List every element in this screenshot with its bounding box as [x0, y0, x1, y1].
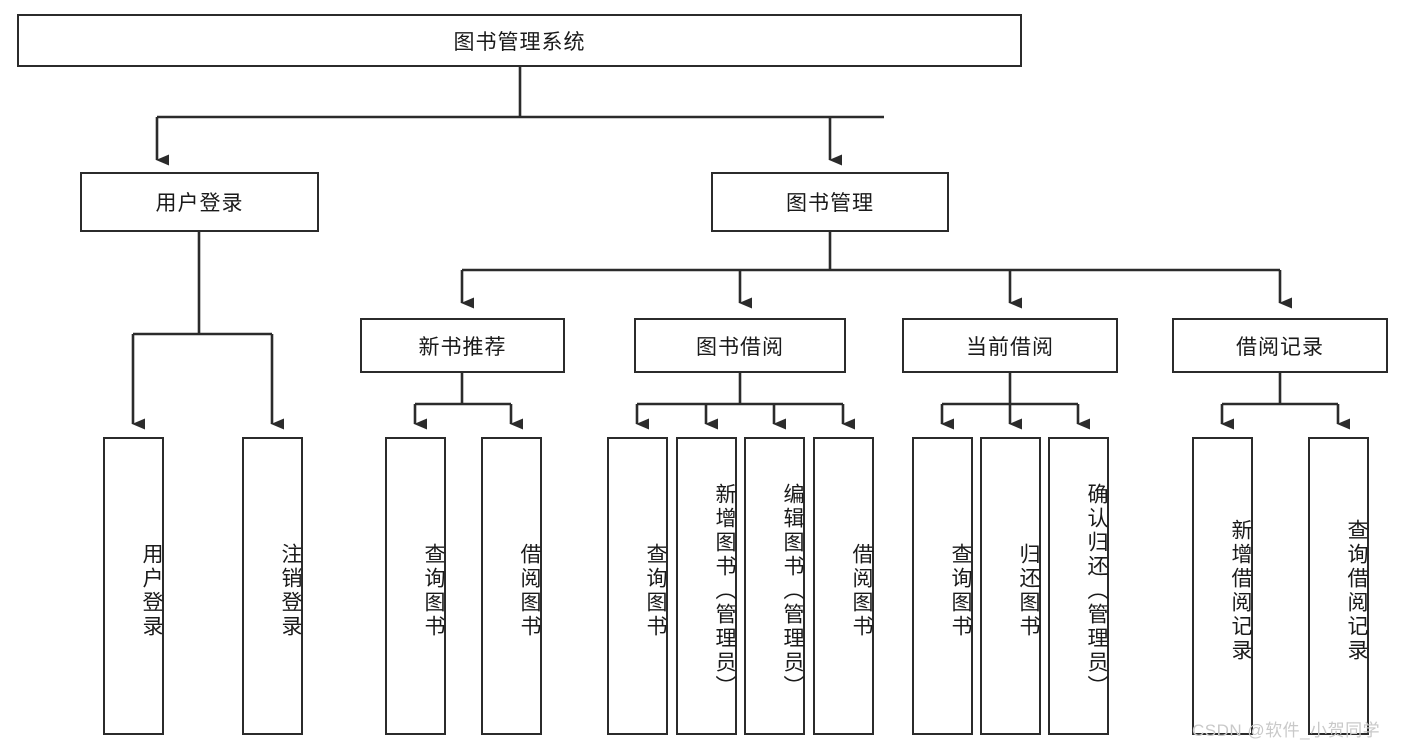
- leaf-query-book-2-label: 查询图书: [644, 543, 667, 639]
- leaf-return-book[interactable]: 归还图书: [980, 437, 1041, 735]
- node-current-borrow-label: 当前借阅: [966, 335, 1054, 359]
- node-book-manage[interactable]: 图书管理: [711, 172, 949, 232]
- leaf-query-book-1[interactable]: 查询图书: [385, 437, 446, 735]
- leaf-confirm-return-label: 确认归还（管理员）: [1085, 483, 1108, 699]
- leaf-query-record[interactable]: 查询借阅记录: [1308, 437, 1369, 735]
- leaf-borrow-book-1[interactable]: 借阅图书: [481, 437, 542, 735]
- leaf-return-book-label: 归还图书: [1017, 543, 1040, 639]
- leaf-borrow-book-2-label: 借阅图书: [850, 543, 873, 639]
- leaf-query-book-2[interactable]: 查询图书: [607, 437, 668, 735]
- leaf-user-login[interactable]: 用户登录: [103, 437, 164, 735]
- node-root[interactable]: 图书管理系统: [17, 14, 1022, 67]
- leaf-add-record[interactable]: 新增借阅记录: [1192, 437, 1253, 735]
- node-user-login[interactable]: 用户登录: [80, 172, 319, 232]
- leaf-query-book-3-label: 查询图书: [949, 543, 972, 639]
- leaf-logout-label: 注销登录: [279, 543, 302, 639]
- leaf-borrow-book-2[interactable]: 借阅图书: [813, 437, 874, 735]
- node-current-borrow[interactable]: 当前借阅: [902, 318, 1118, 373]
- node-new-book-recommend-label: 新书推荐: [418, 335, 507, 359]
- leaf-borrow-book-1-label: 借阅图书: [518, 543, 541, 639]
- node-book-borrow-label: 图书借阅: [696, 335, 784, 359]
- node-borrow-record-label: 借阅记录: [1236, 335, 1324, 359]
- leaf-add-book[interactable]: 新增图书（管理员）: [676, 437, 737, 735]
- leaf-logout[interactable]: 注销登录: [242, 437, 303, 735]
- leaf-query-book-3[interactable]: 查询图书: [912, 437, 973, 735]
- node-borrow-record[interactable]: 借阅记录: [1172, 318, 1388, 373]
- csdn-watermark: CSDN @软件_小贺同学: [1192, 721, 1381, 740]
- leaf-query-book-1-label: 查询图书: [422, 543, 445, 639]
- node-book-manage-label: 图书管理: [786, 192, 874, 215]
- leaf-confirm-return[interactable]: 确认归还（管理员）: [1048, 437, 1109, 735]
- leaf-query-record-label: 查询借阅记录: [1345, 519, 1368, 663]
- leaf-edit-book-label: 编辑图书（管理员）: [781, 483, 804, 699]
- leaf-edit-book[interactable]: 编辑图书（管理员）: [744, 437, 805, 735]
- node-book-borrow[interactable]: 图书借阅: [634, 318, 846, 373]
- leaf-user-login-label: 用户登录: [140, 543, 163, 639]
- leaf-add-book-label: 新增图书（管理员）: [713, 483, 736, 699]
- leaf-add-record-label: 新增借阅记录: [1229, 519, 1252, 663]
- node-new-book-recommend[interactable]: 新书推荐: [360, 318, 565, 373]
- node-root-label: 图书管理系统: [453, 30, 586, 54]
- node-user-login-label: 用户登录: [155, 192, 244, 215]
